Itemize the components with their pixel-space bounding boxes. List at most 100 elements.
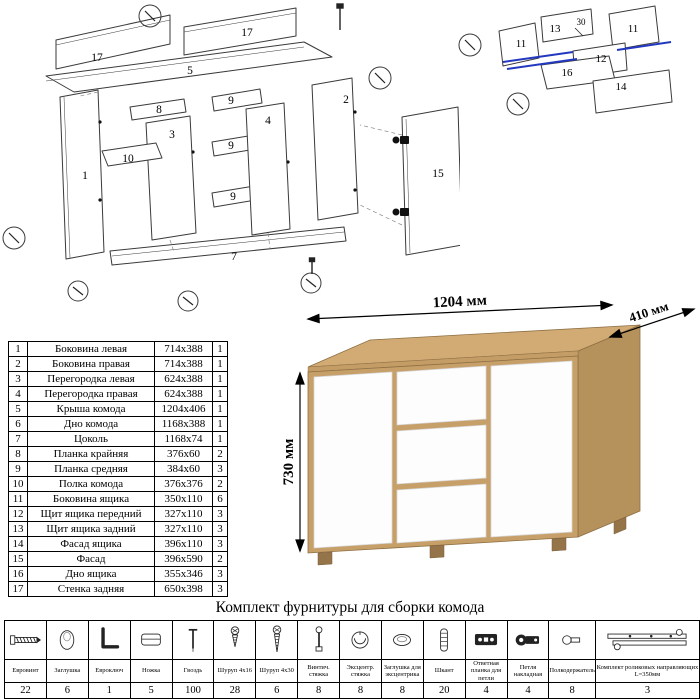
hardware-qty: 5 [129,682,173,699]
chest-drawer-3 [396,483,487,544]
part-qty: 3 [212,536,228,552]
hardware-qty: 8 [548,682,596,699]
part-label-11: 11 [628,23,639,35]
door-panel-15 [401,106,460,256]
chest-drawer-2 [396,424,487,485]
part-size: 1168x74 [154,431,213,447]
part-name: Стенка задняя [27,581,155,597]
part-qty: 3 [212,461,228,477]
hardware-qty: 1 [87,682,131,699]
chest-right-door [490,360,573,538]
cam-cap-icon [382,623,423,657]
part-number: 12 [8,506,28,522]
part-number: 2 [8,356,28,372]
part-qty: 3 [212,581,228,597]
part-label-9: 9 [228,95,234,107]
hardware-icon-cell [339,620,382,660]
drawer-slide-rails [502,41,672,70]
part-qty: 2 [212,476,228,492]
part-qty: 3 [212,521,228,537]
cam-icon [340,623,381,657]
part-name: Цоколь [27,431,155,447]
partition-4 [245,102,291,236]
part-name: Боковина правая [27,356,155,372]
width-dimension-label: 1204 мм [432,293,487,311]
part-size: 350x110 [154,491,213,507]
part-qty: 1 [212,431,228,447]
part-number: 1 [8,341,28,357]
hardware-icon-cell [213,620,257,660]
base-panel-7 [109,226,347,266]
hardware-name: Петля накладная [506,659,550,683]
hardware-name: Евроключ [87,659,131,683]
part-size: 327x110 [154,506,213,522]
hardware-icon-cell [464,620,508,660]
part-number: 17 [8,581,28,597]
part-name: Перегородка левая [27,371,155,387]
hardware-name: Евровинт [4,659,47,683]
hardware-callout-circle [138,4,162,28]
partition-3 [145,115,197,241]
chest-left-door [313,371,393,549]
part-label-7: 7 [231,251,237,263]
part-qty: 1 [212,341,228,357]
part-size: 396x590 [154,551,213,567]
side-panel-2 [311,77,359,221]
part-name: Дно комода [27,416,155,432]
foot-icon [131,623,172,657]
drawer-side-11-right [608,5,660,51]
part-label-17: 17 [241,27,253,39]
shelf-pin-icon [549,623,595,657]
hardware-qty: 6 [45,682,89,699]
hardware-icon-cell [87,620,131,660]
bolt-icon [298,623,339,657]
part-qty: 1 [212,371,228,387]
drawer-back-13 [540,8,594,43]
drawer-side-11-left [498,22,540,67]
hardware-icon-cell [380,620,424,660]
hardware-name: Ответная планка для петли [464,659,508,683]
part-size: 1204x406 [154,401,213,417]
back-panel-17-left [55,14,171,70]
hardware-icon-cell [129,620,173,660]
part-size: 624x388 [154,371,213,387]
part-size: 376x60 [154,446,213,462]
chest-legs [317,516,627,566]
part-name: Фасад ящика [27,536,155,552]
part-number: 9 [8,461,28,477]
hardware-name: Шуруп 4x16 [213,659,257,683]
hardware-name: Заглушка [45,659,89,683]
hardware-callout-circle [67,280,89,302]
part-size: 327x110 [154,521,213,537]
part-name: Планка крайняя [27,446,155,462]
part-label-9: 9 [230,191,236,203]
depth-dimension-label: 410 мм [627,298,670,325]
hardware-callout-circle [458,33,482,57]
part-size: 384x60 [154,461,213,477]
part-label-15: 15 [432,168,444,180]
part-size: 624x388 [154,386,213,402]
drawer-fasad-14 [592,69,673,114]
hardware-icon-cell [548,620,596,660]
part-label-1: 1 [82,170,88,182]
part-label-17: 17 [91,52,103,64]
hardware-qty: 20 [422,682,466,699]
hardware-icons-row [4,620,700,660]
confirmat-screw-icon [5,623,46,657]
part-size: 714x388 [154,356,213,372]
chest-drawer-1 [396,365,487,426]
hardware-icon-cell [506,620,550,660]
hinge-icon [508,623,549,657]
